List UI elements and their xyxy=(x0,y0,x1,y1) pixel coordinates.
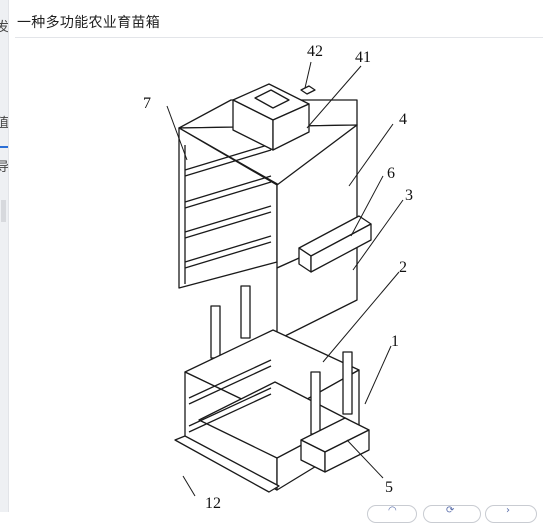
figure-label-6: 6 xyxy=(387,165,395,182)
rotate-button[interactable]: ⟳ xyxy=(423,505,481,523)
sidebar-glyph: 值 xyxy=(0,116,10,131)
page-title: 一种多功能农业育苗箱 xyxy=(17,15,160,31)
figure-label-2: 2 xyxy=(399,259,407,276)
patent-drawing: 42 41 7 4 6 3 2 1 5 12 xyxy=(143,43,413,512)
figure-label-3: 3 xyxy=(405,187,413,204)
figure-label-1: 1 xyxy=(391,333,399,350)
sidebar-scroll-thumb[interactable] xyxy=(1,200,6,222)
figure-label-4: 4 xyxy=(399,111,407,128)
figure-label-42: 42 xyxy=(307,43,323,60)
figure-label-12: 12 xyxy=(205,495,221,512)
title-divider xyxy=(15,37,543,38)
next-button[interactable]: › xyxy=(485,505,537,523)
patent-figure: 42 41 7 4 6 3 2 1 5 12 xyxy=(9,0,547,512)
rotate-icon: ⟳ xyxy=(446,505,455,516)
sidebar-glyph: 发 xyxy=(0,20,10,35)
sidebar-glyph: 导 xyxy=(0,160,10,175)
chevron-icon: › xyxy=(506,505,510,516)
sidebar-active-indicator xyxy=(0,146,8,148)
figure-label-5: 5 xyxy=(385,479,393,496)
figure-label-7: 7 xyxy=(143,95,151,112)
preview-panel: 一种多功能农业育苗箱 xyxy=(8,0,547,523)
zoom-in-icon: ◠ xyxy=(388,505,397,516)
zoom-in-button[interactable]: ◠ xyxy=(367,505,417,523)
figure-label-41: 41 xyxy=(355,49,371,66)
